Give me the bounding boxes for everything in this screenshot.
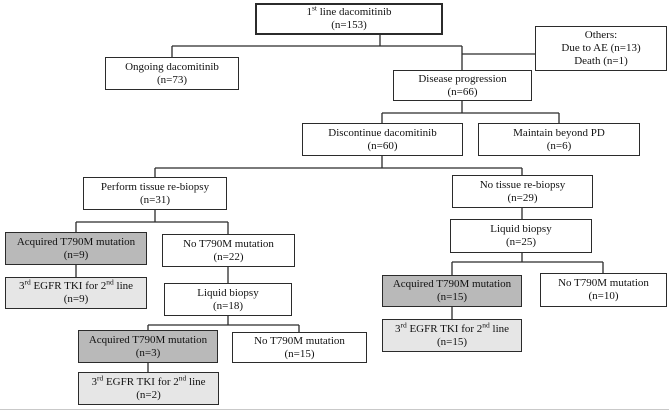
- node-label: Discontinue dacomitinib: [328, 126, 437, 139]
- node-ongoing-dacomitinib: Ongoing dacomitinib (n=73): [105, 57, 239, 90]
- connector-firstline-split: [171, 35, 535, 70]
- node-liquid-biopsy-25: Liquid biopsy (n=25): [450, 219, 592, 253]
- node-acquired-t790m-15: Acquired T790M mutation (n=15): [382, 275, 522, 307]
- node-label: 3rd EGFR TKI for 2nd line: [18, 277, 134, 292]
- node-count: (n=15): [284, 347, 315, 360]
- node-label: Maintain beyond PD: [513, 126, 605, 139]
- node-no-t790m-22: No T790M mutation (n=22): [162, 234, 295, 267]
- node-label: Disease progression: [418, 72, 507, 85]
- node-count: (n=10): [588, 290, 619, 302]
- node-label: No T790M mutation: [558, 277, 649, 289]
- superscript: rd: [96, 372, 104, 382]
- node-count: (n=29): [507, 191, 538, 204]
- node-count: (n=18): [212, 299, 244, 312]
- node-count: (n=6): [546, 139, 572, 152]
- connector-liquid18-split: [147, 316, 300, 332]
- superscript: nd: [106, 277, 114, 287]
- node-count: (n=153): [331, 19, 367, 31]
- node-discontinue-dacomitinib: Discontinue dacomitinib (n=60): [302, 123, 463, 156]
- node-count: (n=2): [136, 388, 161, 401]
- node-label: Ongoing dacomitinib: [125, 60, 219, 73]
- connector-rebiopsy-split: [75, 210, 229, 234]
- node-egfr-tki-2: 3rd EGFR TKI for 2nd line (n=2): [78, 372, 219, 405]
- node-liquid-biopsy-18: Liquid biopsy (n=18): [164, 283, 292, 316]
- node-no-t790m-15: No T790M mutation (n=15): [232, 332, 367, 363]
- connector-discontinue-split: [154, 156, 523, 177]
- superscript: st: [311, 3, 317, 13]
- superscript: nd: [178, 372, 187, 382]
- connector-liquid25-split: [451, 253, 604, 275]
- node-count: (n=3): [135, 346, 161, 359]
- superscript: rd: [400, 319, 407, 329]
- node-others: Others: Due to AE (n=13) Death (n=1): [535, 26, 667, 71]
- node-label: Liquid biopsy: [197, 286, 259, 299]
- node-no-t790m-10: No T790M mutation (n=10): [540, 273, 667, 307]
- node-label: Liquid biopsy: [490, 223, 552, 235]
- node-label: 1st line dacomitinib: [306, 3, 392, 18]
- node-egfr-tki-9: 3rd EGFR TKI for 2nd line (n=9): [5, 277, 147, 309]
- node-count: (n=25): [505, 236, 537, 248]
- node-label: Acquired T790M mutation: [392, 278, 512, 290]
- node-count: (n=9): [63, 293, 89, 305]
- node-detail-ae: Due to AE (n=13): [561, 42, 641, 54]
- node-count: (n=60): [367, 139, 398, 152]
- node-count: (n=22): [213, 250, 244, 263]
- node-acquired-t790m-3: Acquired T790M mutation (n=3): [78, 330, 218, 363]
- node-acquired-t790m-9: Acquired T790M mutation (n=9): [5, 232, 147, 265]
- node-label: No T790M mutation: [254, 334, 345, 347]
- node-perform-tissue-rebiopsy: Perform tissue re-biopsy (n=31): [83, 177, 227, 210]
- node-maintain-beyond-pd: Maintain beyond PD (n=6): [478, 123, 640, 156]
- node-label: 3rd EGFR TKI for 2nd line: [394, 319, 510, 335]
- node-detail-death: Death (n=1): [574, 55, 628, 67]
- node-count: (n=9): [63, 248, 89, 261]
- node-label: Others:: [584, 29, 618, 41]
- node-no-tissue-rebiopsy: No tissue re-biopsy (n=29): [452, 175, 593, 208]
- node-count: (n=15): [436, 335, 468, 348]
- node-count: (n=66): [447, 85, 478, 98]
- superscript: nd: [482, 319, 490, 329]
- node-label: No tissue re-biopsy: [479, 178, 566, 191]
- node-label: Acquired T790M mutation: [88, 333, 208, 346]
- node-label: Perform tissue re-biopsy: [100, 180, 210, 193]
- node-disease-progression: Disease progression (n=66): [393, 70, 532, 101]
- node-count: (n=73): [156, 73, 188, 86]
- connector-disease-split: [381, 101, 560, 123]
- node-label: 3rd EGFR TKI for 2nd line: [91, 372, 206, 388]
- node-count: (n=15): [436, 291, 468, 303]
- node-first-line-dacomitinib: 1st line dacomitinib (n=153): [255, 3, 443, 35]
- node-label: No T790M mutation: [183, 237, 274, 250]
- superscript: rd: [24, 277, 31, 287]
- node-count: (n=31): [139, 193, 171, 206]
- node-egfr-tki-15: 3rd EGFR TKI for 2nd line (n=15): [382, 319, 522, 352]
- node-label: Acquired T790M mutation: [16, 235, 136, 248]
